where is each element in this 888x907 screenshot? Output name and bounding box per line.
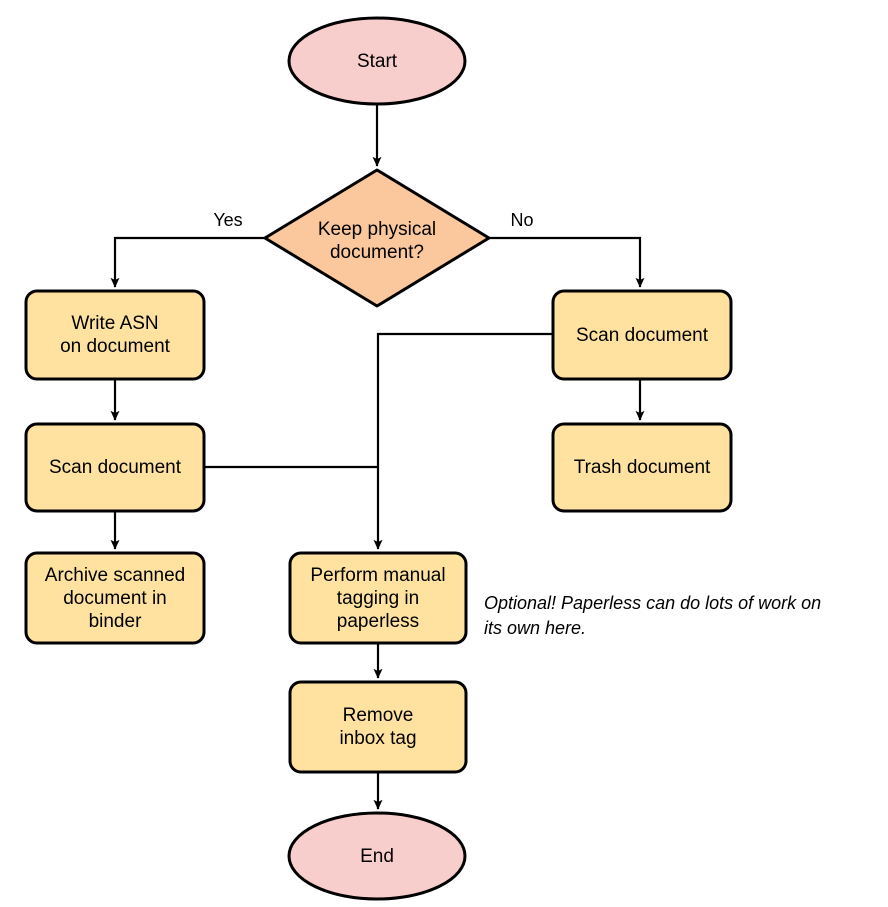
archive-binder-label-line-1: Archive scanned bbox=[45, 565, 185, 586]
decision-label-line-2: document? bbox=[330, 242, 424, 263]
archive-binder-label-line-3: binder bbox=[89, 611, 142, 632]
write-asn-box[interactable] bbox=[24, 289, 206, 381]
remove-inbox-tag-box[interactable] bbox=[288, 680, 468, 774]
decision-diamond[interactable] bbox=[263, 168, 491, 308]
trash-document-label: Trash document bbox=[574, 457, 711, 478]
node-remove-inbox-tag[interactable]: Remove inbox tag bbox=[288, 680, 468, 774]
node-scan-document-right[interactable]: Scan document bbox=[551, 289, 733, 381]
scan-document-right-label: Scan document bbox=[576, 325, 709, 346]
end-label: End bbox=[360, 846, 394, 867]
node-archive-binder[interactable]: Archive scanned document in binder bbox=[24, 551, 206, 645]
optional-note-line-2: its own here. bbox=[484, 618, 586, 638]
scan-document-left-label: Scan document bbox=[49, 457, 182, 478]
node-manual-tagging[interactable]: Perform manual tagging in paperless bbox=[288, 551, 468, 645]
remove-inbox-tag-label-line-2: inbox tag bbox=[339, 728, 416, 749]
node-end[interactable]: End bbox=[287, 811, 467, 901]
end-ellipse[interactable] bbox=[287, 811, 467, 901]
edge-labels-layer: Yes No bbox=[213, 210, 533, 230]
start-label: Start bbox=[357, 51, 398, 72]
write-asn-label-line-1: Write ASN bbox=[71, 313, 158, 334]
scan-document-right-box[interactable] bbox=[551, 289, 733, 381]
archive-binder-label-line-2: document in bbox=[63, 588, 167, 609]
edge-scan-right-to-manual-tagging bbox=[373, 332, 553, 550]
manual-tagging-label-line-3: paperless bbox=[337, 611, 419, 632]
annotations-layer: Optional! Paperless can do lots of work … bbox=[484, 593, 821, 638]
manual-tagging-label-line-1: Perform manual bbox=[310, 565, 445, 586]
edge-label-yes: Yes bbox=[213, 210, 242, 230]
node-scan-document-left[interactable]: Scan document bbox=[24, 422, 206, 513]
edge-decision-no-to-scan-right bbox=[490, 236, 645, 288]
start-ellipse[interactable] bbox=[287, 16, 467, 106]
node-write-asn[interactable]: Write ASN on document bbox=[24, 289, 206, 381]
node-start[interactable]: Start bbox=[287, 16, 467, 106]
edges-layer bbox=[110, 105, 645, 810]
remove-inbox-tag-label-line-1: Remove bbox=[343, 705, 414, 726]
decision-label-line-1: Keep physical bbox=[318, 219, 436, 240]
manual-tagging-box[interactable] bbox=[288, 551, 468, 645]
edge-decision-yes-to-write-asn bbox=[110, 236, 265, 288]
manual-tagging-label-line-2: tagging in bbox=[337, 588, 419, 609]
node-keep-physical-document[interactable]: Keep physical document? bbox=[263, 168, 491, 308]
node-trash-document[interactable]: Trash document bbox=[551, 422, 733, 513]
optional-note-line-1: Optional! Paperless can do lots of work … bbox=[484, 593, 821, 613]
nodes-layer: Start Keep physical document? Write ASN … bbox=[24, 16, 733, 901]
archive-binder-box[interactable] bbox=[24, 551, 206, 645]
write-asn-label-line-2: on document bbox=[60, 336, 171, 357]
scan-document-left-box[interactable] bbox=[24, 422, 206, 513]
edge-label-no: No bbox=[510, 210, 533, 230]
trash-document-box[interactable] bbox=[551, 422, 733, 513]
